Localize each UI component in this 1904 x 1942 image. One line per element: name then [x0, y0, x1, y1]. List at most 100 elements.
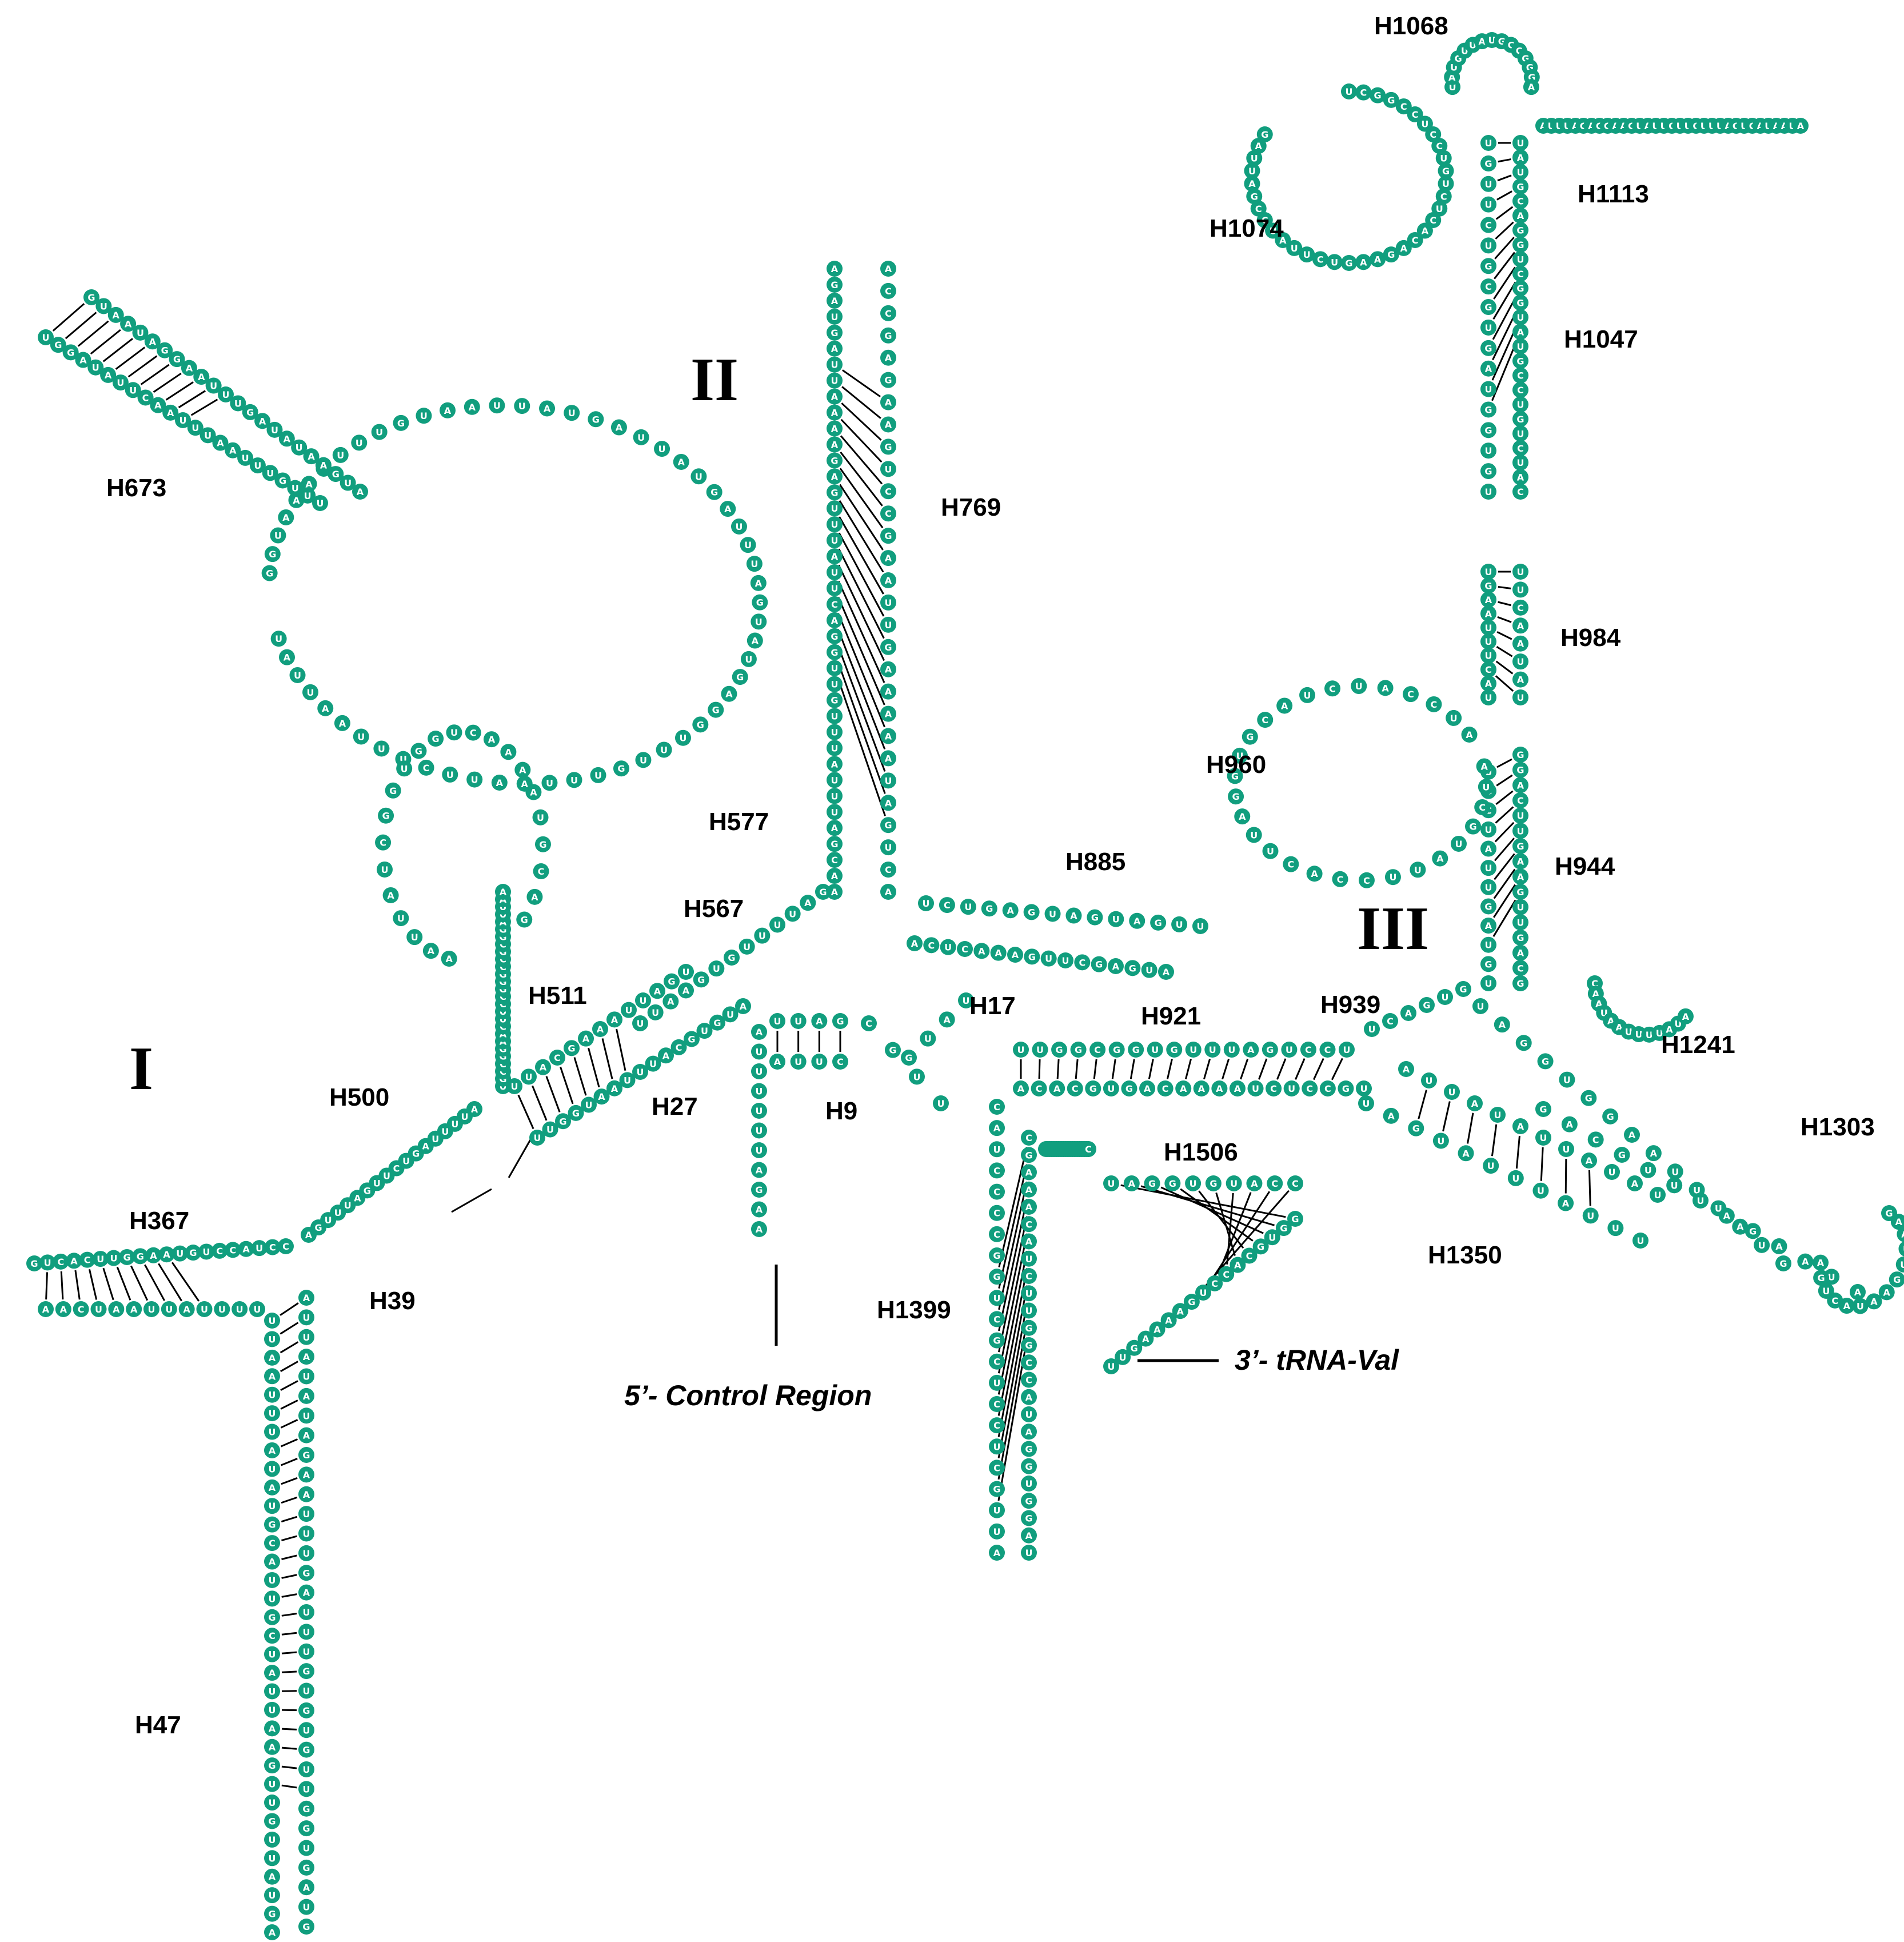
domain-label-i: I	[129, 1035, 153, 1103]
h47-pair	[280, 1419, 298, 1429]
svg-text:A: A	[756, 1224, 763, 1235]
svg-text:U: U	[727, 1009, 734, 1020]
svg-text:U: U	[1368, 1024, 1376, 1035]
h47-pair	[281, 1765, 297, 1769]
nucleotide-h9_5-3: G	[832, 1013, 848, 1029]
nucleotide-h367_5-11: U	[171, 1245, 188, 1262]
svg-text:U: U	[1656, 1028, 1663, 1039]
nucleotide-h567-12: U	[632, 1015, 648, 1031]
nucleotide-h1303_3-5: U	[1666, 1177, 1683, 1194]
svg-text:A: A	[1234, 1260, 1242, 1271]
svg-text:U: U	[546, 777, 553, 788]
nucleotide-h944_3-2: A	[1512, 944, 1528, 961]
nucleotide-h577-21: U	[654, 441, 670, 457]
nucleotide-h9_loop-2: U	[909, 1068, 925, 1085]
svg-text:G: G	[87, 292, 95, 303]
svg-text:A: A	[611, 1014, 618, 1025]
nucleotide-h984_5-2: A	[1480, 591, 1496, 608]
svg-text:U: U	[525, 1071, 533, 1082]
nucleotide-h511_5-18: U	[532, 809, 549, 826]
svg-text:A: A	[1466, 729, 1473, 740]
nucleotide-h577-57: A	[278, 649, 295, 665]
nucleotide-h367_5-4: C	[79, 1251, 95, 1268]
svg-text:A: A	[1025, 1392, 1033, 1403]
svg-text:U: U	[383, 1170, 390, 1181]
svg-text:U: U	[1209, 1044, 1216, 1055]
h673-pair	[127, 355, 158, 378]
svg-text:U: U	[356, 437, 363, 448]
svg-text:U: U	[303, 1410, 310, 1421]
svg-text:A: A	[505, 747, 512, 757]
nucleotide-h577-22: A	[673, 453, 689, 470]
nucleotide-h769_5-32: U	[827, 772, 843, 788]
nucleotide-h27_5-12: U	[678, 964, 694, 980]
svg-text:A: A	[1025, 1530, 1033, 1541]
nucleotide-h1303_loop-11: U	[1818, 1282, 1834, 1299]
svg-text:U: U	[1857, 1301, 1864, 1312]
nucleotide-s5end-10: A	[751, 1024, 767, 1040]
nucleotide-h1399_3-7: A	[1021, 1423, 1037, 1440]
nucleotide-h769_5-30: U	[827, 740, 843, 756]
nucleotide-h984_5-3: A	[1480, 605, 1496, 622]
nucleotide-h511_5-6: C	[375, 834, 392, 851]
nucleotide-h1047_3-24: U	[1512, 135, 1528, 151]
svg-text:A: A	[1517, 856, 1524, 867]
nucleotide-h577-36: G	[708, 701, 724, 718]
svg-text:C: C	[1025, 1132, 1032, 1143]
svg-text:A: A	[1586, 1155, 1593, 1166]
svg-text:U: U	[100, 301, 107, 312]
nucleotide-h769_5-38: A	[827, 868, 843, 884]
svg-text:A: A	[217, 438, 224, 449]
svg-text:U: U	[546, 1124, 554, 1135]
h769-pair	[840, 451, 883, 507]
svg-text:U: U	[1270, 226, 1277, 237]
nucleotide-h960-9: C	[1332, 871, 1348, 887]
svg-text:G: G	[710, 487, 718, 498]
nucleotide-h769_5-31: A	[827, 756, 843, 772]
h367-pair	[171, 1262, 200, 1302]
svg-text:A: A	[1485, 364, 1492, 374]
nucleotide-h673_3-12: U	[187, 420, 203, 436]
nucleotide-h577-24: G	[706, 484, 723, 500]
h27-pair	[532, 1085, 548, 1121]
nucleotide-h27_3-15: U	[722, 1006, 739, 1023]
svg-text:C: C	[1517, 385, 1524, 396]
svg-text:U: U	[652, 1007, 659, 1018]
h769-pair	[837, 629, 886, 750]
nucleotide-h577-29: A	[750, 575, 767, 591]
svg-text:G: G	[67, 347, 74, 358]
nucleotide-h1350_5-5: U	[1483, 1158, 1499, 1174]
nucleotide-h1399_5-16: U	[989, 1438, 1005, 1455]
svg-text:U: U	[1421, 118, 1428, 129]
svg-text:U: U	[585, 1100, 593, 1111]
svg-text:U: U	[42, 332, 50, 343]
nucleotide-h885_5-6: U	[1044, 906, 1061, 922]
nucleotide-h47_3-21: U	[298, 1506, 314, 1522]
svg-text:U: U	[1436, 204, 1443, 214]
svg-text:U: U	[1442, 178, 1450, 189]
svg-text:G: G	[1129, 963, 1136, 974]
svg-text:U: U	[1363, 1098, 1370, 1109]
svg-text:G: G	[712, 705, 720, 716]
h47-pair	[280, 1302, 299, 1316]
svg-text:A: A	[1025, 1426, 1033, 1437]
svg-text:C: C	[993, 1187, 1000, 1198]
svg-text:U: U	[1189, 1178, 1197, 1189]
nucleotide-h1047_3-17: G	[1512, 236, 1528, 253]
nucleotide-h885_3-2: G	[1124, 960, 1141, 976]
nucleotide-h367_5-12: G	[185, 1245, 201, 1261]
nucleotide-h567-11: U	[647, 1004, 664, 1020]
nucleotide-h885_5-12: U	[1171, 916, 1188, 932]
svg-text:U: U	[1517, 428, 1524, 439]
nucleotide-h47_3-31: U	[298, 1309, 314, 1326]
svg-text:U: U	[831, 679, 839, 690]
svg-text:U: U	[774, 1016, 781, 1027]
nucleotide-h511_5-15: A	[500, 744, 517, 760]
svg-text:A: A	[831, 296, 839, 306]
svg-text:A: A	[269, 1371, 276, 1382]
nucleotide-h1303_loop-6: A	[1878, 1284, 1895, 1301]
nucleotide-h944_5-4: A	[1480, 840, 1496, 857]
svg-text:C: C	[282, 1241, 289, 1252]
svg-text:U: U	[1267, 846, 1274, 857]
nucleotide-h1399_3-8: U	[1021, 1406, 1037, 1422]
